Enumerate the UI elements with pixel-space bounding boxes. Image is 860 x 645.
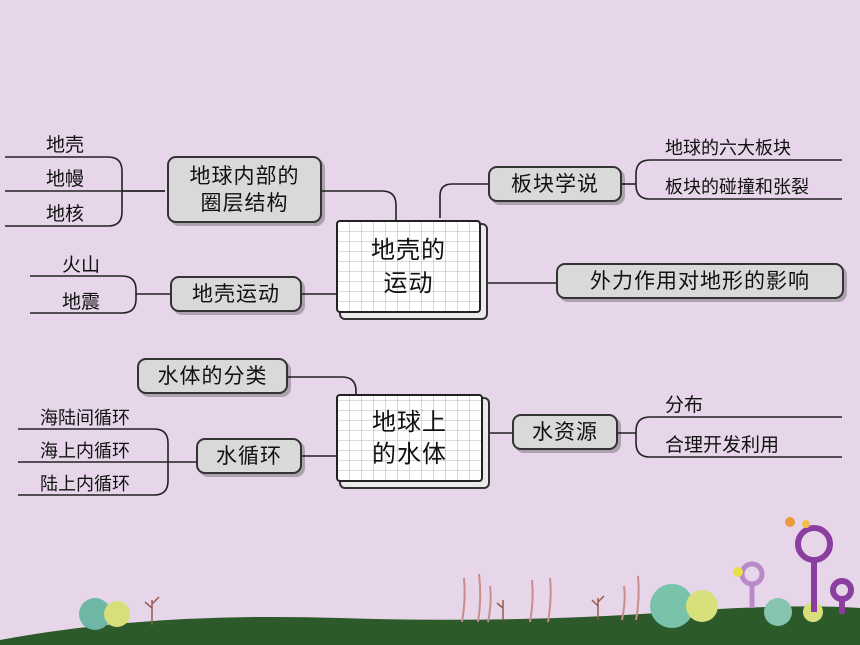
center-node-crust-movement: 地壳的 运动 (336, 220, 481, 313)
center-line-1: 地壳的 (371, 236, 446, 265)
branch-interior-structure: 地球内部的 圈层结构 (167, 156, 322, 223)
branch-label-line-1: 地球内部的 (189, 164, 300, 189)
branch-plate-theory: 板块学说 (488, 166, 622, 202)
leaf-six-plates: 地球的六大板块 (665, 138, 791, 159)
branch-label: 地壳运动 (192, 281, 280, 306)
leaf-volcano: 火山 (62, 254, 101, 276)
center-node-water-bodies: 地球上 的水体 (336, 394, 483, 482)
center-line-2: 运动 (383, 268, 434, 297)
branch-label: 板块学说 (511, 171, 599, 196)
branch-label: 水资源 (532, 419, 598, 444)
leaf-crust: 地壳 (46, 134, 85, 156)
branch-water-resources: 水资源 (512, 414, 618, 450)
leaf-earthquake: 地震 (62, 291, 101, 313)
branch-label-line-2: 圈层结构 (200, 190, 289, 215)
branch-water-cycle: 水循环 (196, 438, 302, 474)
branch-crust-motion: 地壳运动 (170, 276, 302, 312)
leaf-sea-land-cycle: 海陆间循环 (40, 408, 130, 429)
branch-label: 水体的分类 (157, 363, 268, 388)
leaf-distribution: 分布 (665, 394, 704, 416)
leaf-land-cycle: 陆上内循环 (40, 474, 130, 495)
leaf-rational-use: 合理开发利用 (665, 434, 780, 456)
leaf-core: 地核 (46, 203, 85, 225)
leaf-ocean-cycle: 海上内循环 (40, 441, 130, 462)
branch-label: 水循环 (216, 443, 282, 468)
ground-decoration (0, 517, 860, 645)
leaf-plate-collision: 板块的碰撞和张裂 (665, 177, 809, 198)
branch-label: 外力作用对地形的影响 (590, 268, 810, 293)
branch-water-classification: 水体的分类 (137, 358, 288, 394)
center-line-2: 的水体 (372, 440, 447, 468)
branch-external-forces: 外力作用对地形的影响 (556, 263, 844, 299)
center-line-1: 地球上 (372, 407, 447, 436)
leaf-mantle: 地幔 (46, 168, 85, 190)
